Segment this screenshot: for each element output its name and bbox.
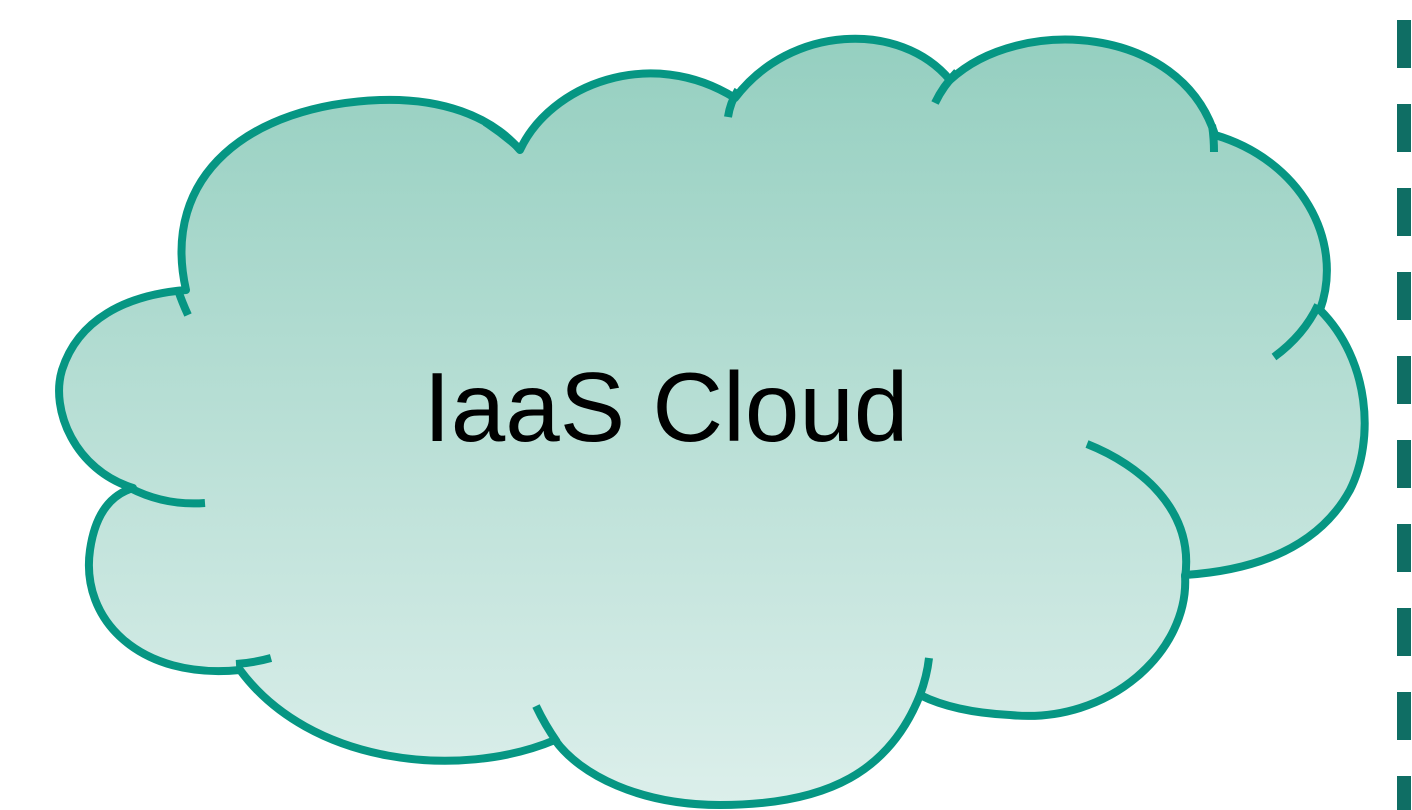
lobe-stroke-top-3 xyxy=(931,69,960,105)
lobe-stroke-inner-right xyxy=(1085,440,1191,579)
lobe-stroke-top-1 xyxy=(482,118,525,154)
lobe-stroke-right-top xyxy=(1208,124,1218,153)
lobe-stroke-right-mid xyxy=(1271,303,1322,361)
lobe-stroke-top-2 xyxy=(724,87,742,118)
lobe-stroke-left-upper xyxy=(174,288,192,317)
cloud-label: IaaS Cloud xyxy=(424,352,909,462)
lobe-stroke-bottom-mid xyxy=(532,704,561,745)
cloud-lobe-lines xyxy=(128,69,1322,745)
lobe-stroke-left-lower xyxy=(128,484,206,508)
lobe-stroke-bottom-right xyxy=(916,657,933,697)
lobe-stroke-bottom-left xyxy=(235,654,273,668)
